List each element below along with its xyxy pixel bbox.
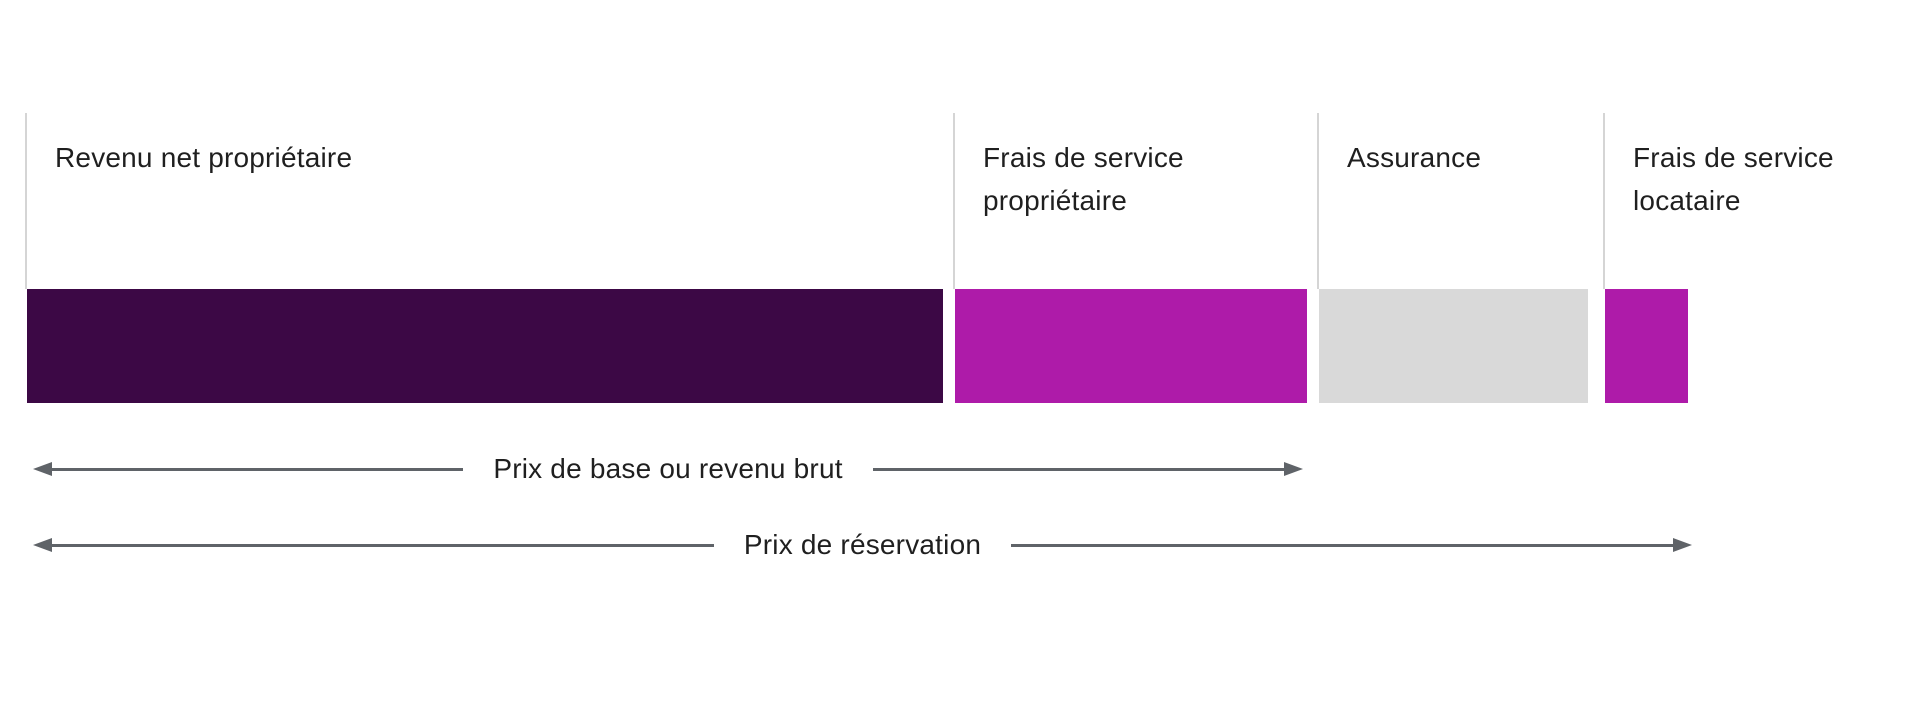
guide-line-frais-de-service-locataire [1603,113,1605,289]
segment-label-frais-de-service-proprietaire: Frais de service propriétaire [983,142,1184,217]
segment-label-frais-de-service-locataire: Frais de service locataire [1633,142,1834,217]
guide-line-frais-de-service-proprietaire [953,113,955,289]
bar-revenu-net-proprietaire [27,289,943,403]
arrow-line-left [52,543,714,547]
guide-line-assurance [1317,113,1319,289]
arrow-head-right-icon [1673,538,1693,552]
arrow-prix-de-reservation: Prix de réservation [33,529,1693,560]
arrow-line-right [1011,543,1674,547]
arrow-head-left-icon [33,462,52,476]
segment-label-assurance: Assurance [1347,142,1482,173]
segment-label-revenu-net-proprietaire: Revenu net propriétaire [55,142,353,173]
arrow-line-right [872,467,1285,471]
guide-line-revenu-net-proprietaire [25,113,27,289]
arrow-line-left [52,467,464,471]
arrow-label-prix-de-base: Prix de base ou revenu brut [493,453,843,484]
arrow-label-prix-de-reservation: Prix de réservation [743,529,982,560]
arrow-prix-de-base: Prix de base ou revenu brut [33,453,1304,484]
arrow-head-left-icon [33,538,52,552]
bar-frais-de-service-proprietaire [955,289,1307,403]
bar-frais-de-service-locataire [1605,289,1688,403]
bar-assurance [1319,289,1588,403]
arrow-head-right-icon [1284,462,1304,476]
